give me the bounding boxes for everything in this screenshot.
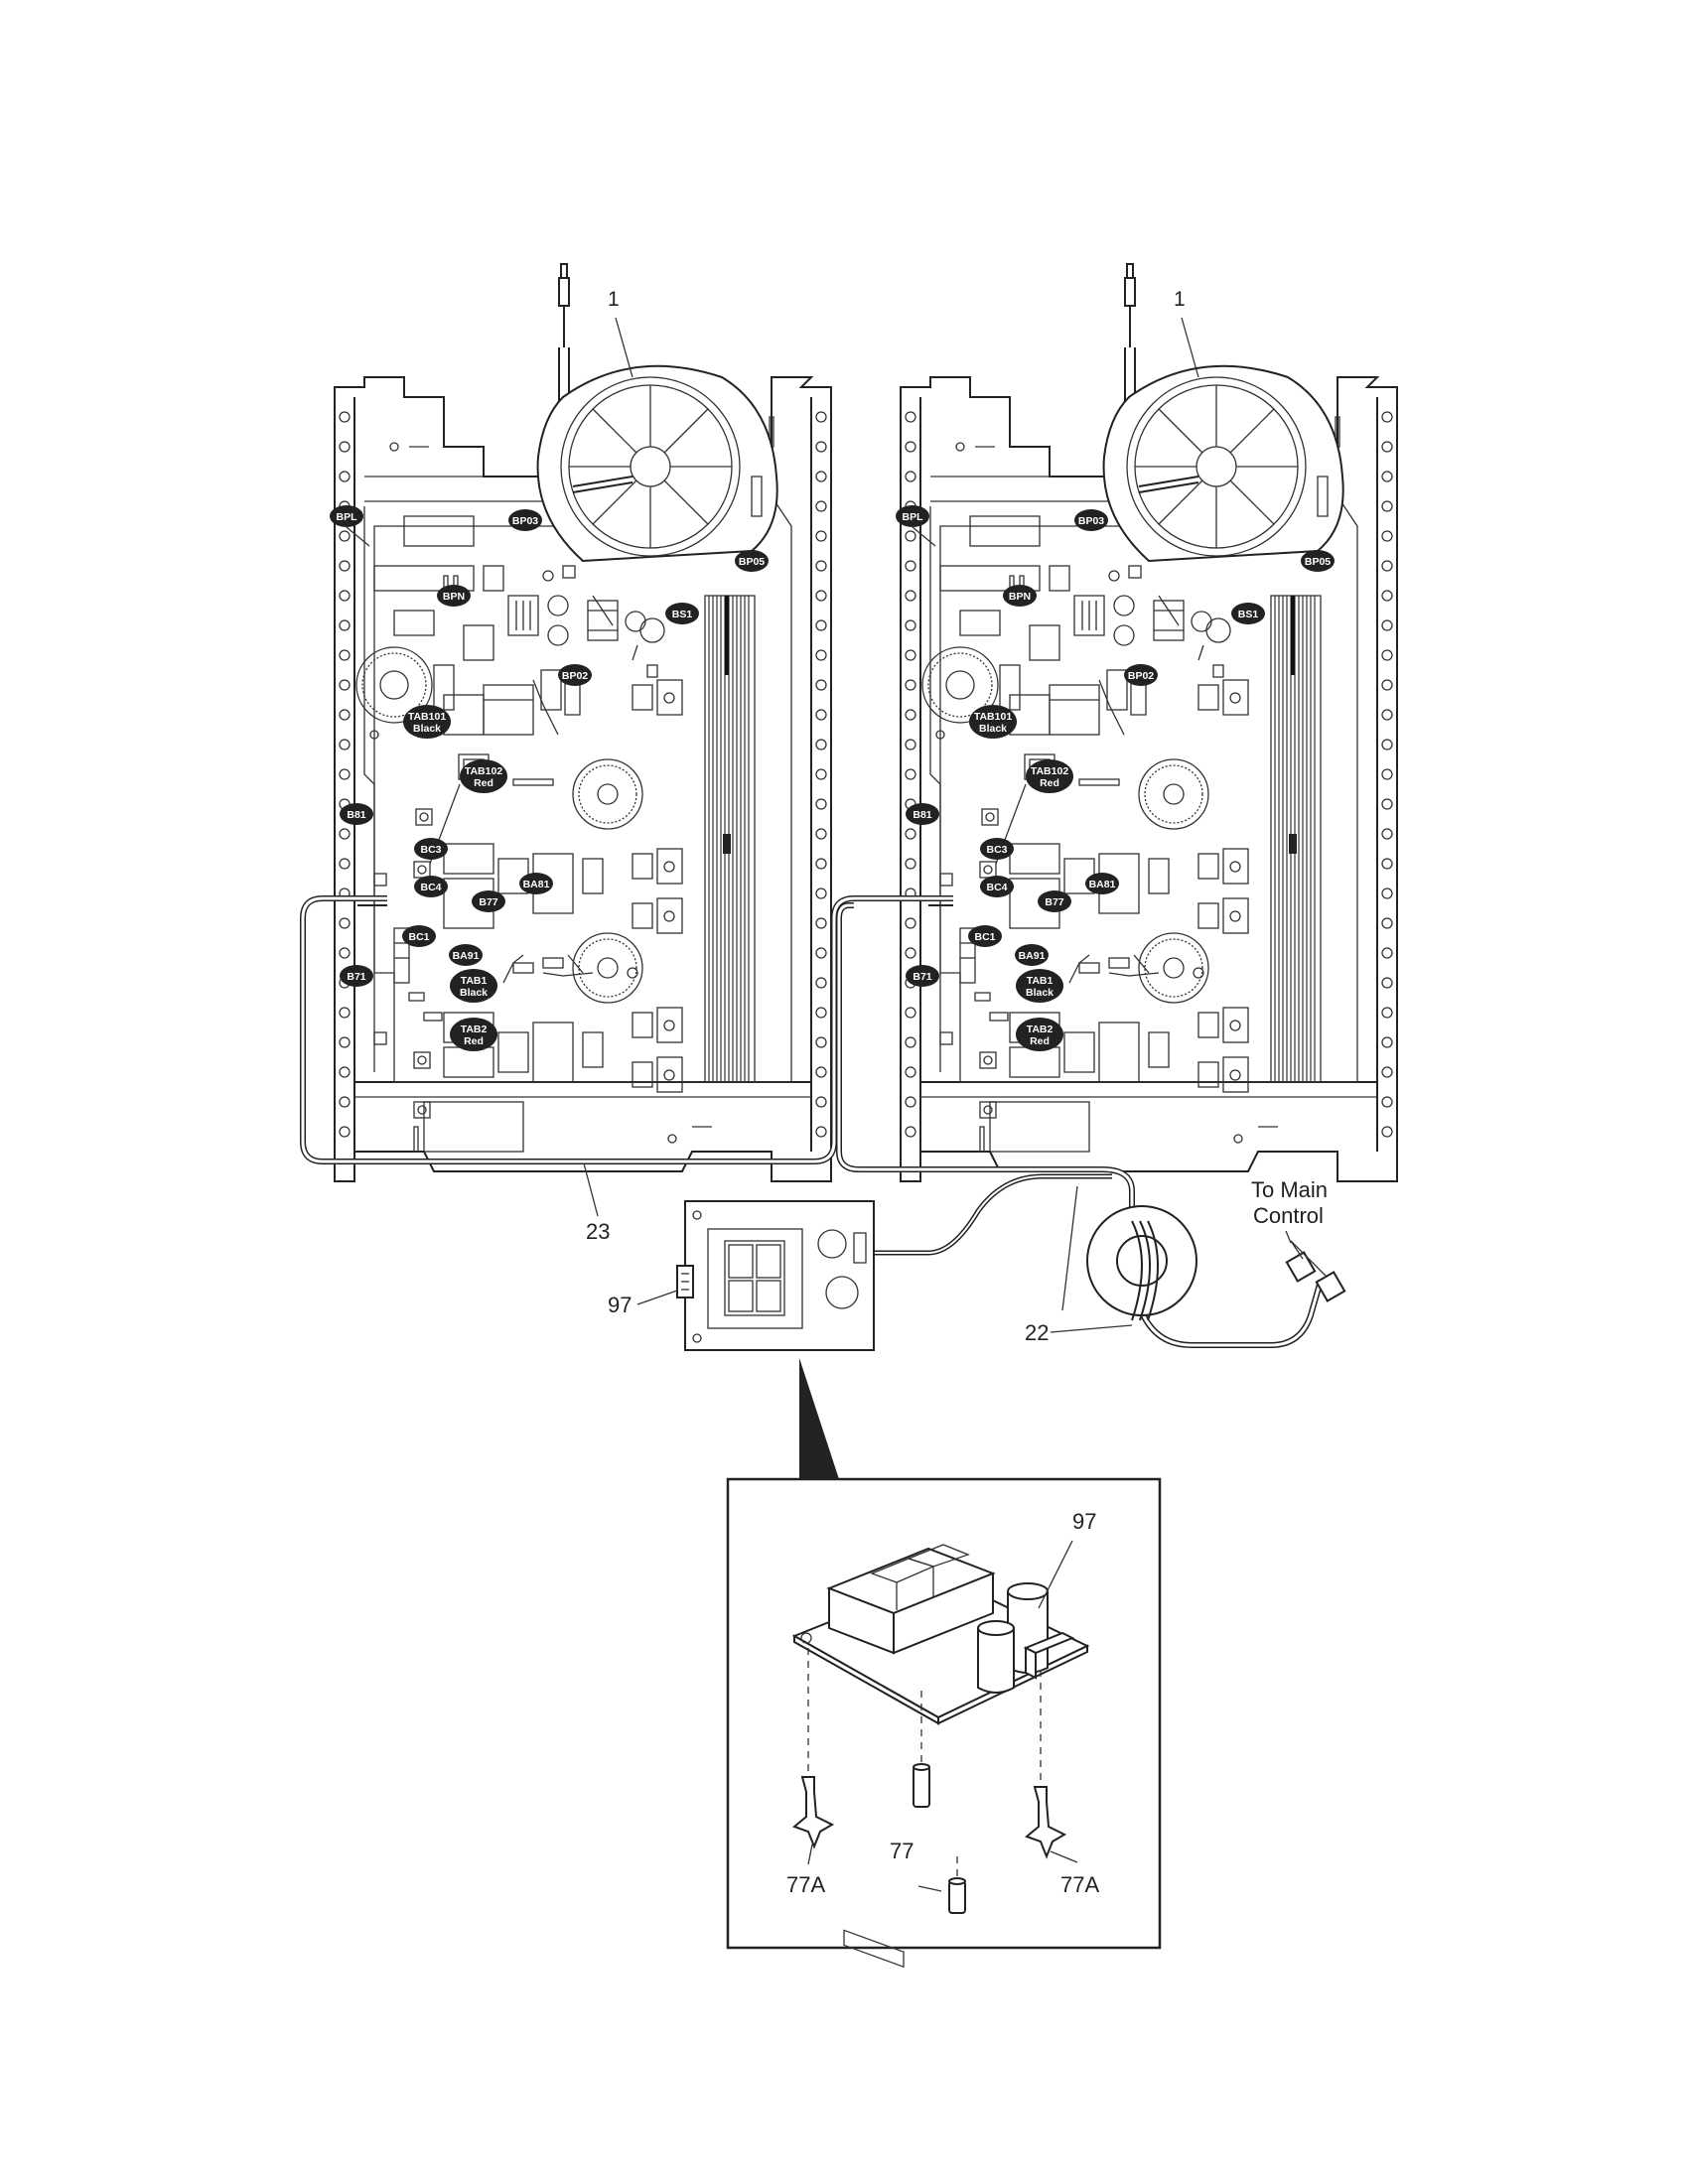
svg-text:BPL: BPL — [903, 511, 924, 523]
callout-23: 23 — [586, 1219, 610, 1244]
detail-callout-77: 77 — [890, 1839, 914, 1863]
badge-b81: B81 — [340, 803, 373, 825]
svg-text:TAB101: TAB101 — [974, 711, 1012, 723]
badge-bc4: BC4 — [980, 876, 1014, 897]
svg-text:Red: Red — [1030, 1035, 1050, 1047]
svg-text:TAB2: TAB2 — [1027, 1024, 1054, 1035]
svg-text:TAB102: TAB102 — [1031, 765, 1068, 777]
badge-bp02: BP02 — [558, 664, 592, 686]
badge-bp03: BP03 — [508, 509, 542, 531]
to-main-control-line2: Control — [1253, 1203, 1324, 1228]
svg-text:BP03: BP03 — [1078, 515, 1104, 527]
callout-22: 22 — [1025, 1320, 1049, 1345]
badge-bpl: BPL — [330, 505, 363, 527]
svg-text:B81: B81 — [913, 809, 931, 821]
badge-b71: B71 — [906, 965, 939, 987]
power-board-right: 1 BPL BP03 BP05 BPN BS1 BP02 TAB101 Blac… — [896, 262, 1399, 1183]
svg-text:TAB102: TAB102 — [465, 765, 502, 777]
svg-text:Red: Red — [1040, 777, 1059, 789]
badge-tab1: TAB1 Black — [1016, 969, 1063, 1003]
badge-bc4: BC4 — [414, 876, 448, 897]
badge-bc1: BC1 — [402, 925, 436, 947]
harness-23 — [300, 895, 953, 1164]
badge-tab1: TAB1 Black — [450, 969, 497, 1003]
svg-text:BP05: BP05 — [739, 556, 765, 568]
badge-tab101: TAB101 Black — [403, 705, 451, 739]
to-main-control-line1: To Main — [1251, 1177, 1328, 1202]
svg-text:Black: Black — [1026, 987, 1054, 999]
svg-text:B71: B71 — [913, 971, 931, 983]
badge-bp03: BP03 — [1074, 509, 1108, 531]
svg-text:TAB2: TAB2 — [461, 1024, 488, 1035]
svg-text:BA81: BA81 — [523, 879, 550, 890]
callout-1-left: 1 — [608, 288, 620, 311]
badge-bp05: BP05 — [1301, 550, 1335, 572]
callout-1-right: 1 — [1174, 288, 1186, 311]
badge-ba91: BA91 — [449, 944, 483, 966]
svg-text:BPN: BPN — [443, 591, 465, 603]
detail-callout-77a-right: 77A — [1060, 1872, 1099, 1897]
badge-tab102: TAB102 Red — [460, 759, 507, 793]
svg-text:BP05: BP05 — [1305, 556, 1331, 568]
svg-text:Black: Black — [413, 723, 441, 735]
badge-tab2: TAB2 Red — [1016, 1018, 1063, 1051]
power-board-left: 1 BPL BP03 BP05 BPN BS1 BP02 TAB101 Blac… — [330, 262, 833, 1183]
detail-callout-97: 97 — [1072, 1509, 1096, 1534]
badge-tab101: TAB101 Black — [969, 705, 1017, 739]
svg-text:BP02: BP02 — [1128, 670, 1154, 682]
svg-text:BP02: BP02 — [562, 670, 588, 682]
svg-text:Black: Black — [460, 987, 488, 999]
svg-text:BC3: BC3 — [420, 844, 441, 856]
callout-97: 97 — [608, 1293, 632, 1317]
svg-text:BC1: BC1 — [974, 931, 995, 943]
badge-b71: B71 — [340, 965, 373, 987]
svg-text:BA91: BA91 — [453, 950, 480, 962]
detail-pointer — [799, 1358, 839, 1479]
detail-callout-77a-left: 77A — [786, 1872, 825, 1897]
svg-text:B77: B77 — [479, 896, 497, 908]
badge-b81: B81 — [906, 803, 939, 825]
svg-text:Black: Black — [979, 723, 1007, 735]
svg-text:BC4: BC4 — [986, 882, 1007, 893]
transformer-board — [676, 1200, 875, 1351]
badge-bc3: BC3 — [414, 838, 448, 860]
svg-text:BC3: BC3 — [986, 844, 1007, 856]
badge-bpn: BPN — [437, 585, 471, 607]
badge-bpn: BPN — [1003, 585, 1037, 607]
badge-tab2: TAB2 Red — [450, 1018, 497, 1051]
badge-tab102: TAB102 Red — [1026, 759, 1073, 793]
svg-text:BS1: BS1 — [672, 609, 693, 620]
svg-text:BC1: BC1 — [408, 931, 429, 943]
svg-text:B71: B71 — [347, 971, 365, 983]
svg-text:BP03: BP03 — [512, 515, 538, 527]
svg-text:BPN: BPN — [1009, 591, 1031, 603]
badge-bp02: BP02 — [1124, 664, 1158, 686]
badge-bpl: BPL — [896, 505, 929, 527]
badge-ba91: BA91 — [1015, 944, 1049, 966]
badge-bp05: BP05 — [735, 550, 769, 572]
svg-text:BA81: BA81 — [1089, 879, 1116, 890]
badge-bc1: BC1 — [968, 925, 1002, 947]
harness-22 — [836, 902, 1346, 1348]
svg-text:Red: Red — [474, 777, 493, 789]
svg-text:BS1: BS1 — [1238, 609, 1259, 620]
detail-view — [726, 1477, 1162, 1969]
badge-ba81: BA81 — [519, 873, 553, 894]
svg-text:BA91: BA91 — [1019, 950, 1046, 962]
svg-text:B77: B77 — [1045, 896, 1063, 908]
svg-text:BC4: BC4 — [420, 882, 441, 893]
badge-b77: B77 — [472, 890, 505, 912]
svg-text:B81: B81 — [347, 809, 365, 821]
svg-text:TAB101: TAB101 — [408, 711, 446, 723]
svg-text:TAB1: TAB1 — [1027, 975, 1054, 987]
svg-text:TAB1: TAB1 — [461, 975, 488, 987]
badge-bc3: BC3 — [980, 838, 1014, 860]
svg-text:BPL: BPL — [337, 511, 358, 523]
badge-bs1: BS1 — [1231, 603, 1265, 624]
badge-ba81: BA81 — [1085, 873, 1119, 894]
badge-b77: B77 — [1038, 890, 1071, 912]
badge-bs1: BS1 — [665, 603, 699, 624]
svg-text:Red: Red — [464, 1035, 484, 1047]
